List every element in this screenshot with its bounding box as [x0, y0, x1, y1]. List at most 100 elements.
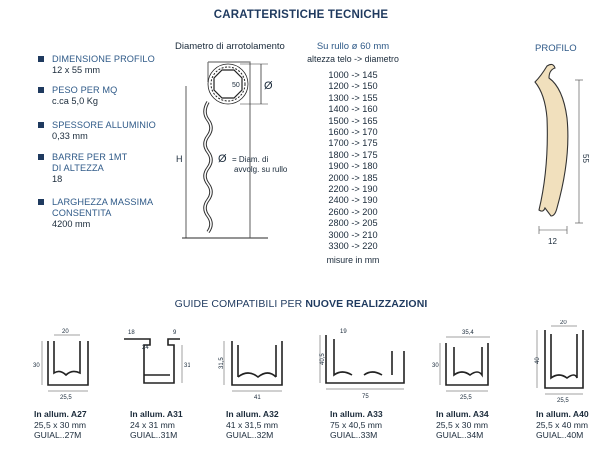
slat-chain-inner [204, 101, 212, 233]
guide-name: In allum. A34 [436, 409, 489, 419]
legend-line1: = Diam. di [232, 155, 268, 164]
table-row: 2000 -> 185 [328, 172, 378, 183]
guide-code: GUIAL..40M [536, 430, 584, 440]
table-row: 1800 -> 175 [328, 149, 378, 160]
guide-caption-a27: In allum. A27 25,5 x 30 mm GUIAL..27M [34, 409, 87, 441]
dim-label: 20 [560, 320, 567, 326]
spec-label-line2: DI ALTEZZA [52, 163, 104, 173]
roll-table-subheading: altezza telo -> diametro [307, 54, 399, 64]
spec-value: 0,33 mm [52, 131, 88, 141]
guide-size: 25,5 x 30 mm [34, 419, 87, 430]
spec-label: SPESSORE ALLUMINIO [52, 120, 156, 130]
roll-outer [207, 63, 249, 105]
guide-a34-drawing: 35,4 30 25,5 [432, 330, 490, 401]
spec-bullet [38, 154, 44, 160]
guide-caption-a33: In allum. A33 75 x 40,5 mm GUIAL..33M [330, 409, 383, 441]
roll-table: 1000 -> 145 1200 -> 150 1300 -> 155 1400… [318, 70, 388, 253]
spec-value: 12 x 55 mm [52, 65, 100, 75]
guide-size: 41 x 31,5 mm [226, 419, 279, 430]
legend-line2: avvolg. su rullo [234, 165, 288, 174]
profile-drawing: 55 12 [534, 63, 590, 246]
guide-name: In allum. A40 [536, 409, 589, 419]
spec-item: BARRE PER 1MT DI ALTEZZA 18 [52, 152, 127, 185]
spec-label: BARRE PER 1MT [52, 152, 128, 162]
table-row: 1000 -> 145 [328, 70, 378, 80]
guide-size: 25,5 x 30 mm [436, 419, 489, 430]
dim-label: 9 [173, 330, 177, 336]
guide-caption-a34: In allum. A34 25,5 x 30 mm GUIAL..34M [436, 409, 489, 441]
dim-label: 35,4 [462, 330, 474, 336]
guide-code: GUIAL..32M [226, 430, 274, 440]
spec-item: PESO PER MQ c.ca 5,0 Kg [52, 85, 117, 107]
roll-diameter-label: 50 [232, 82, 240, 89]
dim-label: 75 [362, 394, 369, 400]
phi-label: Ø [264, 80, 273, 92]
guide-caption-a31: In allum. A31 24 x 31 mm GUIAL..31M [130, 409, 183, 441]
guide-caption-a40: In allum. A40 25,5 x 40 mm GUIAL..40M [536, 409, 589, 441]
spec-label-line2: CONSENTITA [52, 208, 112, 218]
page-title: CARATTERISTICHE TECNICHE [213, 9, 389, 21]
spec-item: SPESSORE ALLUMINIO 0,33 mm [52, 120, 156, 142]
dim-label: 25,5 [60, 395, 72, 401]
box-outline [208, 61, 251, 238]
profile-width-label: 12 [548, 237, 557, 246]
guide-code: GUIAL..33M [330, 430, 378, 440]
roll-wound [210, 66, 246, 102]
legend-symbol: Ø [218, 153, 227, 165]
guide-name: In allum. A33 [330, 409, 383, 419]
spec-label: LARGHEZZA MASSIMA [52, 197, 154, 207]
diagram-heading: Diametro di arrotolamento [175, 41, 285, 52]
guide-name: In allum. A32 [226, 409, 279, 419]
dim-label: 31 [184, 363, 190, 369]
spec-item: DIMENSIONE PROFILO 12 x 55 mm [52, 54, 155, 76]
dim-label: 20 [62, 329, 69, 335]
table-row: 1400 -> 160 [328, 104, 378, 115]
spec-value: c.ca 5,0 Kg [52, 96, 98, 106]
table-row: 1500 -> 165 [328, 115, 378, 126]
guide-a32-drawing: 31,5 41 [219, 341, 283, 401]
guide-name: In allum. A27 [34, 409, 87, 419]
dim-label: 30 [432, 363, 439, 369]
dim-label: 24 [142, 345, 149, 351]
spec-bullet [38, 122, 44, 128]
dim-label: 30 [33, 363, 40, 369]
dim-label: 19 [340, 329, 347, 335]
guide-size: 75 x 40,5 mm [330, 419, 383, 430]
dim-label: 31,5 [219, 357, 225, 369]
dim-label: 18 [128, 330, 135, 336]
guide-size: 25,5 x 40 mm [536, 419, 589, 430]
spec-bullet [38, 56, 44, 62]
profile-height-label: 55 [581, 154, 590, 163]
profile-heading: PROFILO [535, 43, 577, 54]
dim-label: 40 [535, 357, 541, 364]
roll-diagram: 50 Ø H Ø = Diam. di avvolg. su rullo [176, 61, 288, 239]
profile-slat-shape [534, 63, 569, 217]
table-row: 2800 -> 205 [328, 218, 378, 229]
roll-shaft [213, 69, 243, 99]
guide-code: GUIAL..31M [130, 430, 178, 440]
spec-bullet [38, 199, 44, 205]
guide-name: In allum. A31 [130, 409, 183, 419]
guide-a33-drawing: 19 40,5 75 [319, 329, 405, 400]
table-row: 2200 -> 190 [328, 184, 378, 195]
table-row: 3000 -> 210 [328, 229, 378, 240]
table-row: 1900 -> 180 [328, 161, 378, 172]
spec-value: 4200 mm [52, 219, 91, 229]
roll-table-heading: Su rullo ø 60 mm [316, 41, 390, 52]
spec-label: PESO PER MQ [52, 85, 118, 95]
dim-label: 25,5 [557, 398, 569, 404]
guide-caption-a32: In allum. A32 41 x 31,5 mm GUIAL..32M [226, 409, 279, 441]
spec-item: LARGHEZZA MASSIMA CONSENTITA 4200 mm [52, 197, 153, 230]
table-row: 1600 -> 170 [328, 127, 378, 138]
guide-code: GUIAL..34M [436, 430, 484, 440]
height-label: H [176, 154, 183, 164]
guide-size: 24 x 31 mm [130, 419, 175, 430]
table-row: 2600 -> 200 [328, 206, 378, 217]
table-row: 1700 -> 175 [328, 138, 378, 149]
guide-code: GUIAL..27M [34, 430, 82, 440]
guides-title: GUIDE COMPATIBILI PER NUOVE REALIZZAZION… [0, 298, 602, 310]
dim-label: 41 [254, 395, 261, 401]
spec-label: DIMENSIONE PROFILO [52, 54, 155, 64]
dim-label: 25,5 [460, 395, 472, 401]
guide-a31-drawing: 18 9 31 24 [124, 330, 190, 384]
